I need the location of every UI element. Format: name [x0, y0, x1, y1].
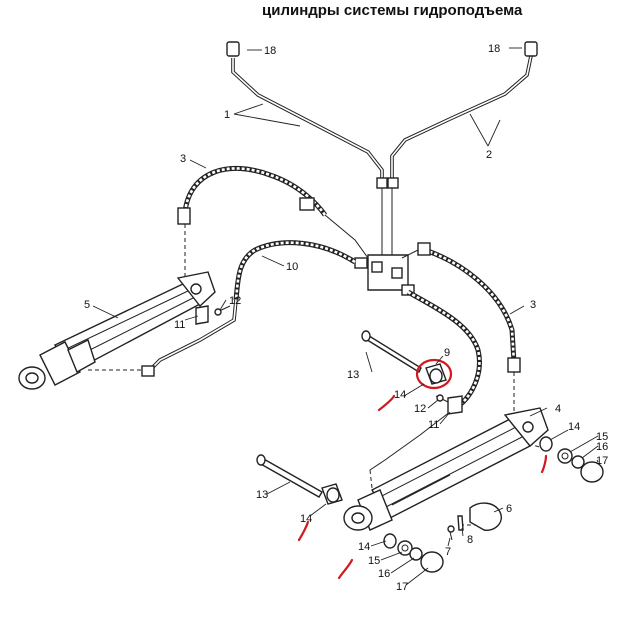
- callout-15-right: 15: [596, 431, 608, 443]
- callout-11-left: 11: [174, 319, 185, 331]
- hose-3-right: [401, 242, 521, 373]
- pipe-2: [390, 41, 538, 180]
- callout-11-right: 11: [428, 419, 439, 431]
- callout-3-right: 3: [530, 299, 536, 311]
- screw-8: [457, 515, 464, 531]
- callout-18-left: 18: [264, 45, 276, 57]
- callout-5: 5: [84, 299, 90, 311]
- callout-14-right: 14: [568, 421, 580, 433]
- callout-8: 8: [467, 534, 473, 546]
- highlight-mark-1: [377, 394, 396, 412]
- callout-12-left: 12: [229, 295, 241, 307]
- callout-9: 9: [444, 347, 450, 359]
- hardware-set-lower: [383, 533, 444, 573]
- callout-15-bottom: 15: [368, 555, 380, 567]
- callout-13-lower: 13: [256, 489, 268, 501]
- callout-10: 10: [286, 261, 298, 273]
- callout-17-bottom: 17: [396, 581, 408, 593]
- callout-13-upper: 13: [347, 369, 359, 381]
- callout-17-right: 17: [596, 455, 608, 467]
- pin-13-lower: [256, 454, 343, 505]
- bracket-11-right: [447, 395, 463, 415]
- hose-3-left: [177, 166, 369, 259]
- callout-4: 4: [555, 403, 561, 415]
- callout-3-left: 3: [180, 153, 186, 165]
- pin-13-upper: [361, 330, 447, 385]
- callout-14-bottom: 14: [358, 541, 370, 553]
- hardware-set-upper: [539, 436, 604, 483]
- hose-10: [141, 240, 357, 377]
- cylinder-4: [343, 407, 549, 531]
- guard-6: [469, 502, 502, 531]
- pipe-1: [226, 41, 384, 180]
- diagram-title: цилиндры системы гидроподъема: [262, 2, 523, 19]
- callout-6: 6: [506, 503, 512, 515]
- bolt-7: [449, 531, 453, 541]
- highlight-circle: [415, 358, 453, 390]
- callout-2: 2: [486, 149, 492, 161]
- callout-14-lower: 14: [300, 513, 312, 525]
- callout-12-right: 12: [414, 403, 426, 415]
- highlight-mark-2: [297, 520, 310, 542]
- hose-9: [369, 289, 482, 471]
- callout-16-right: 16: [596, 441, 608, 453]
- callout-18-right: 18: [488, 43, 500, 55]
- callout-7: 7: [445, 546, 451, 558]
- bracket-11-left: [195, 305, 209, 325]
- cylinder-5: [18, 271, 216, 390]
- highlight-mark-3: [337, 558, 354, 580]
- callout-16-bottom: 16: [378, 568, 390, 580]
- callout-1: 1: [224, 109, 230, 121]
- leader-lines: [92, 47, 599, 586]
- valve-block: [354, 188, 415, 296]
- highlight-mark-4: [540, 454, 548, 474]
- callout-14-upper: 14: [394, 389, 406, 401]
